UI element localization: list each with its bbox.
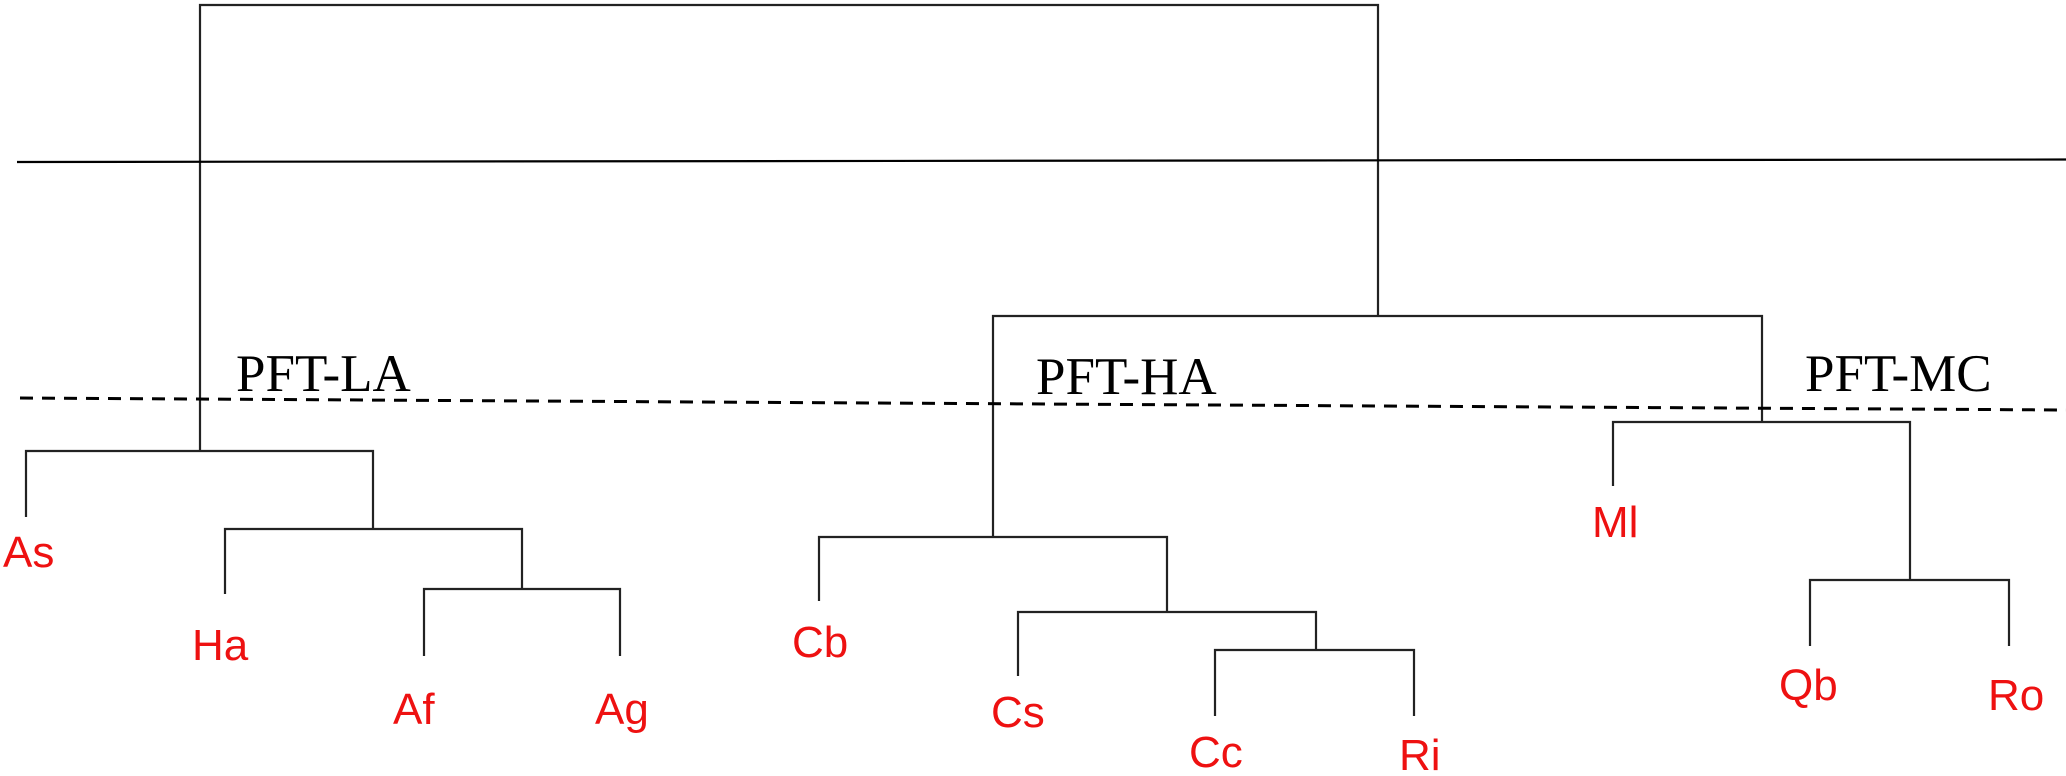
branch-ha-af-ag (223, 527, 524, 594)
dashed-cut-line (19, 396, 2066, 412)
leaf-label-ml: Ml (1592, 498, 1638, 547)
leaf-label-af: Af (393, 685, 435, 734)
branch-cc-ri (1213, 648, 1416, 716)
leaf-label-ha: Ha (192, 621, 249, 670)
leaf-label-ag: Ag (595, 685, 649, 734)
leaf-label-cb: Cb (792, 618, 848, 667)
branch-qb-ro (1808, 578, 2011, 646)
group-label-pft-mc: PFT-MC (1805, 345, 1992, 403)
branch-la (24, 449, 375, 529)
branch-ha (817, 535, 1169, 612)
solid-cut-line (16, 158, 2066, 164)
leaf-label-ri: Ri (1399, 731, 1441, 776)
branch-af-ag (422, 587, 622, 656)
leaf-label-as: As (3, 528, 54, 577)
group-label-pft-ha: PFT-HA (1036, 348, 1217, 406)
leaf-label-qb: Qb (1779, 661, 1838, 710)
leaf-label-cc: Cc (1189, 728, 1243, 776)
branch-mc (1611, 420, 1912, 580)
branch-cs-cc-ri (1016, 610, 1318, 676)
branch-ha-mc (991, 314, 1764, 537)
leaf-label-ro: Ro (1988, 671, 2044, 720)
leaf-label-cs: Cs (991, 688, 1045, 737)
group-label-pft-la: PFT-LA (236, 345, 411, 403)
